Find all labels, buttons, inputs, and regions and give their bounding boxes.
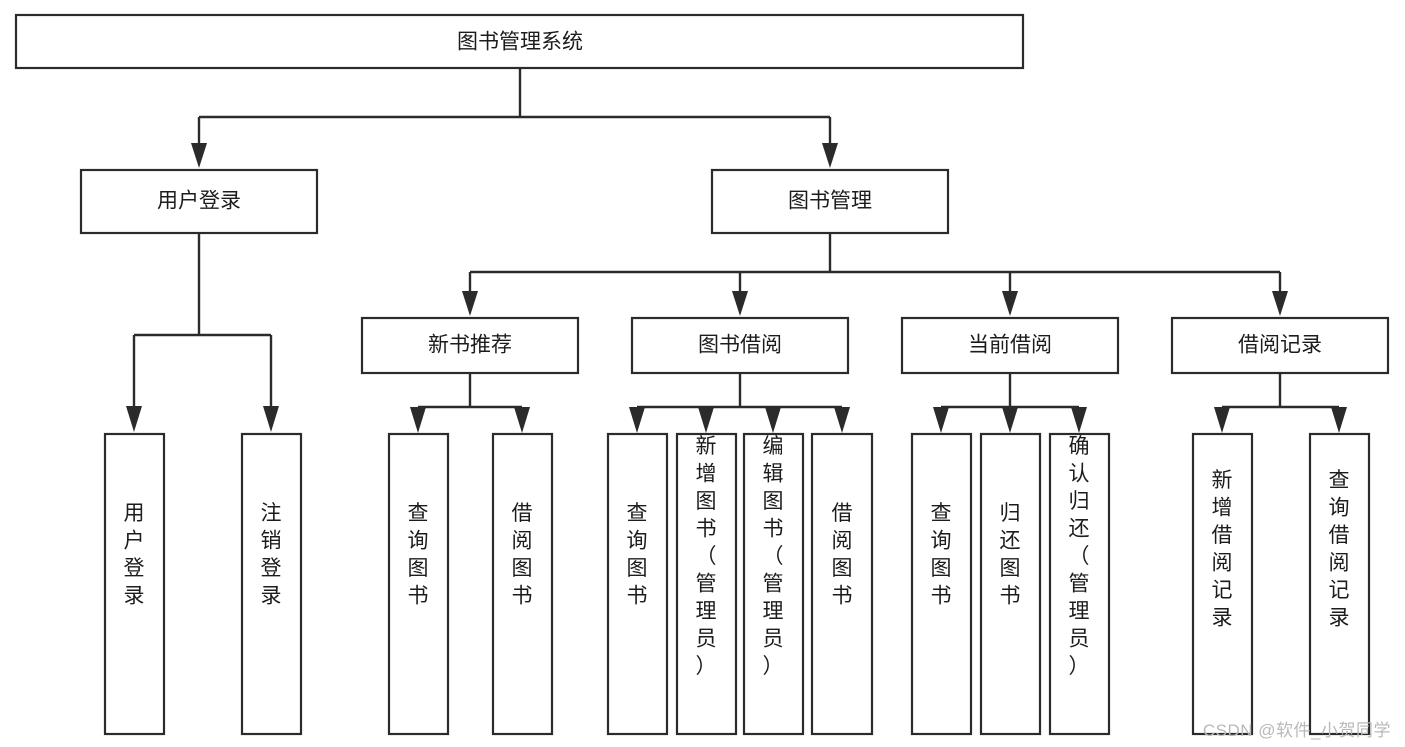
node-leaf-br-query[interactable]: 查询借阅记录: [1308, 432, 1371, 736]
node-leaf-user-login-box[interactable]: [103, 432, 166, 736]
node-leaf-nb-query[interactable]: 查询图书: [387, 432, 450, 736]
node-leaf-bb-borrow[interactable]: 借阅图书: [810, 432, 874, 736]
arrow-cb-leaf3-icon: [1071, 407, 1087, 433]
node-leaf-nb-query-box[interactable]: [387, 432, 450, 736]
node-leaf-bb-query-label: 查询图书: [627, 502, 648, 608]
node-leaf-nb-borrow[interactable]: 借阅图书: [491, 432, 554, 736]
node-book-borrow-box[interactable]: [630, 316, 850, 375]
node-user-login[interactable]: 用户登录: [79, 168, 319, 235]
node-current-borrow-box[interactable]: [900, 316, 1120, 375]
arrow-cb-leaf2-icon: [1002, 407, 1018, 433]
node-leaf-user-login-label: 用户登录: [124, 502, 145, 608]
node-leaf-cb-return-label: 归还图书: [1000, 502, 1021, 608]
node-user-login-label: 用户登录: [157, 190, 241, 213]
arrow-bb-leaf4-icon: [834, 407, 850, 433]
node-leaf-bb-query-box[interactable]: [606, 432, 669, 736]
arrow-br-leaf1-icon: [1214, 407, 1230, 433]
node-leaf-bb-add[interactable]: 新增图书（管理员）: [675, 432, 738, 736]
node-leaf-bb-add-label: 新增图书（管理员）: [696, 435, 717, 678]
arrow-bb-leaf3-icon: [765, 407, 781, 433]
node-root-box[interactable]: [14, 13, 1025, 70]
node-new-book-rec-box[interactable]: [360, 316, 580, 375]
node-leaf-user-login[interactable]: 用户登录: [103, 432, 166, 736]
node-leaf-cb-return[interactable]: 归还图书: [979, 432, 1042, 736]
node-leaf-br-add-box[interactable]: [1191, 432, 1254, 736]
node-book-manage-box[interactable]: [710, 168, 950, 235]
node-leaf-bb-edit-box[interactable]: [742, 432, 805, 736]
node-leaf-br-query-label: 查询借阅记录: [1329, 469, 1350, 630]
node-leaf-logout-label: 注销登录: [261, 502, 282, 608]
node-leaf-cb-return-box[interactable]: [979, 432, 1042, 736]
arrow-ul-leaf2-icon: [263, 406, 279, 432]
arrow-cb-leaf1-icon: [933, 407, 949, 433]
node-leaf-nb-borrow-box[interactable]: [491, 432, 554, 736]
node-leaf-cb-query-box[interactable]: [910, 432, 973, 736]
node-leaf-br-add[interactable]: 新增借阅记录: [1191, 432, 1254, 736]
node-leaf-bb-query[interactable]: 查询图书: [606, 432, 669, 736]
node-leaf-cb-confirm[interactable]: 确认归还（管理员）: [1048, 432, 1111, 736]
arrow-bm-to-bookborrow-icon: [732, 291, 748, 316]
csdn-watermark: CSDN @软件_小贺同学: [1202, 721, 1391, 740]
node-borrow-record-label: 借阅记录: [1238, 334, 1322, 357]
node-leaf-logout-box[interactable]: [240, 432, 303, 736]
node-book-manage[interactable]: 图书管理: [710, 168, 950, 235]
arrow-bm-to-currentborrow-icon: [1002, 291, 1018, 316]
node-leaf-cb-query[interactable]: 查询图书: [910, 432, 973, 736]
node-leaf-nb-borrow-label: 借阅图书: [512, 502, 533, 608]
node-leaf-bb-borrow-label: 借阅图书: [832, 502, 853, 608]
arrow-nb-leaf1-icon: [410, 407, 426, 433]
node-leaf-cb-confirm-label: 确认归还（管理员）: [1069, 435, 1090, 678]
node-leaf-bb-edit-label: 编辑图书（管理员）: [763, 435, 784, 678]
node-leaf-bb-edit[interactable]: 编辑图书（管理员）: [742, 432, 805, 736]
node-root[interactable]: 图书管理系统: [14, 13, 1025, 70]
node-leaf-cb-confirm-box[interactable]: [1048, 432, 1111, 736]
node-current-borrow-label: 当前借阅: [968, 334, 1052, 357]
arrow-root-to-user-login-icon: [191, 143, 207, 168]
node-leaf-nb-query-label: 查询图书: [408, 502, 429, 608]
node-leaf-br-query-box[interactable]: [1308, 432, 1371, 736]
node-leaf-logout[interactable]: 注销登录: [240, 432, 303, 736]
node-leaf-br-add-label: 新增借阅记录: [1212, 469, 1233, 630]
node-new-book-rec[interactable]: 新书推荐: [360, 316, 580, 375]
node-borrow-record-box[interactable]: [1170, 316, 1390, 375]
node-borrow-record[interactable]: 借阅记录: [1170, 316, 1390, 375]
arrow-nb-leaf2-icon: [514, 407, 530, 433]
arrow-root-to-book-manage-icon: [822, 143, 838, 168]
node-root-label: 图书管理系统: [457, 31, 583, 54]
arrow-br-leaf2-icon: [1331, 407, 1347, 433]
node-current-borrow[interactable]: 当前借阅: [900, 316, 1120, 375]
connector-layer: [126, 68, 1347, 433]
arrow-ul-leaf1-icon: [126, 406, 142, 432]
node-book-borrow[interactable]: 图书借阅: [630, 316, 850, 375]
arrow-bm-to-borrowrecord-icon: [1272, 291, 1288, 316]
node-book-manage-label: 图书管理: [788, 190, 872, 213]
node-leaf-cb-query-label: 查询图书: [931, 502, 952, 608]
arrow-bb-leaf1-icon: [629, 407, 645, 433]
node-book-borrow-label: 图书借阅: [698, 334, 782, 357]
node-leaf-bb-borrow-box[interactable]: [810, 432, 874, 736]
node-leaf-bb-add-box[interactable]: [675, 432, 738, 736]
node-user-login-box[interactable]: [79, 168, 319, 235]
node-new-book-rec-label: 新书推荐: [428, 334, 512, 357]
arrow-bb-leaf2-icon: [698, 407, 714, 433]
arrow-bm-to-newbook-icon: [462, 291, 478, 316]
